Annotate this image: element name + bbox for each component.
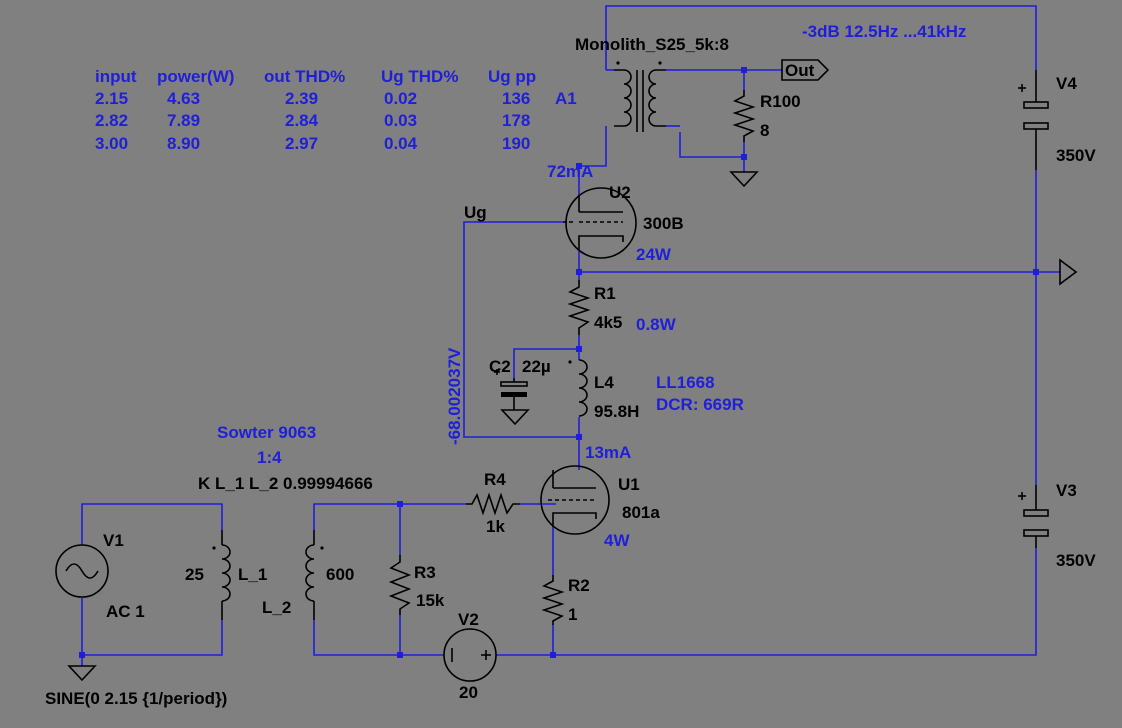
r4-value: 1k: [486, 517, 505, 536]
l4-value: 95.8H: [594, 402, 639, 421]
table-header: input: [95, 67, 137, 86]
u1-value: 801a: [622, 503, 660, 522]
u2-value: 300B: [643, 214, 684, 233]
r100-resistor: [732, 90, 756, 142]
v1-ac-source: [55, 544, 109, 598]
table-cell: 4.63: [167, 89, 200, 108]
r3-resistor: [388, 555, 412, 615]
u1-name: U1: [618, 475, 640, 494]
ground-symbol: [500, 409, 530, 426]
table-cell: 7.89: [167, 111, 200, 130]
table-header: out THD%: [264, 67, 345, 86]
table-cell: 2.84: [285, 111, 319, 130]
bandwidth-annotation: -3dB 12.5Hz ...41kHz: [802, 22, 966, 41]
results-table: input power(W) out THD% Ug THD% Ug pp 2.…: [95, 67, 577, 153]
coupling-directive: K L_1 L_2 0.99994666: [198, 474, 373, 493]
ug-label: Ug: [464, 203, 487, 222]
r3-value: 15k: [416, 591, 445, 610]
ground-symbol: [67, 665, 97, 682]
v2-name: V2: [458, 610, 479, 629]
u2-triode: [563, 187, 637, 259]
l2-inductor: [305, 530, 324, 620]
v2-value: 20: [459, 683, 478, 702]
l4-name: L4: [594, 373, 614, 392]
u1-triode: [540, 465, 610, 535]
table-cell: 0.02: [384, 89, 417, 108]
table-header: Ug THD%: [381, 67, 458, 86]
r2-value: 1: [568, 605, 577, 624]
l2-name: L_2: [262, 598, 291, 617]
c2-value: 22µ: [522, 357, 551, 376]
table-cell: 3.00: [95, 134, 128, 153]
v1-source-spec: SINE(0 2.15 {1/period}): [45, 689, 227, 708]
v3-name: V3: [1056, 481, 1077, 500]
u2-current-annotation: 72mA: [547, 162, 593, 181]
c2-name: C2: [489, 357, 511, 376]
r4-resistor: [466, 492, 520, 516]
l1-name: L_1: [238, 565, 267, 584]
r100-name: R100: [760, 92, 801, 111]
table-header: power(W): [157, 67, 234, 86]
r1-name: R1: [594, 284, 616, 303]
r100-value: 8: [760, 121, 769, 140]
l2-value: 600: [326, 565, 354, 584]
l1-inductor: [212, 530, 231, 620]
table-cell: 2.39: [285, 89, 318, 108]
table-cell: 2.82: [95, 111, 128, 130]
u1-current-annotation: 13mA: [585, 443, 631, 462]
r2-resistor: [541, 575, 565, 625]
r4-name: R4: [484, 470, 506, 489]
table-header: Ug pp: [488, 67, 536, 86]
junctions: [79, 67, 1039, 658]
table-cell: 190: [502, 134, 530, 153]
output-transformer: [605, 61, 680, 132]
v2-source: [443, 628, 497, 682]
u2-name: U2: [609, 183, 631, 202]
ug-voltage-annotation: -68.002037V: [445, 347, 464, 445]
u1-power-annotation: 4W: [604, 531, 630, 550]
input-tx-ratio: 1:4: [257, 448, 282, 467]
ground-symbol: [1059, 258, 1078, 286]
table-cell: 178: [502, 111, 530, 130]
v4-name: V4: [1056, 74, 1077, 93]
table-cell: 0.04: [384, 134, 418, 153]
table-cell: 0.03: [384, 111, 417, 130]
r1-value: 4k5: [594, 313, 622, 332]
l4-inductor: [568, 359, 588, 417]
v1-value: AC 1: [106, 602, 145, 621]
table-cell: 2.97: [285, 134, 318, 153]
out-port: [781, 59, 830, 81]
r2-name: R2: [568, 576, 590, 595]
table-note: A1: [555, 89, 577, 108]
v4-value: 350V: [1056, 146, 1096, 165]
r3-name: R3: [414, 563, 436, 582]
r1-resistor: [567, 280, 591, 335]
l4-dcr-annotation: DCR: 669R: [656, 395, 744, 414]
table-cell: 8.90: [167, 134, 200, 153]
table-cell: 136: [502, 89, 530, 108]
table-cell: 2.15: [95, 89, 128, 108]
c2-capacitor: [494, 369, 528, 410]
input-tx-model: Sowter 9063: [217, 423, 316, 442]
l4-model-annotation: LL1668: [656, 373, 715, 392]
v1-name: V1: [103, 531, 124, 550]
r1-power-annotation: 0.8W: [636, 315, 677, 334]
l1-value: 25: [185, 565, 204, 584]
wires: [81, 5, 1060, 666]
v4-battery: [1018, 70, 1049, 170]
out-port-label: Out: [785, 61, 815, 80]
v3-battery: [1018, 485, 1049, 548]
output-tx-label: Monolith_S25_5k:8: [575, 35, 729, 54]
ground-symbol: [729, 171, 759, 188]
v3-value: 350V: [1056, 551, 1096, 570]
u2-power-annotation: 24W: [636, 245, 672, 264]
